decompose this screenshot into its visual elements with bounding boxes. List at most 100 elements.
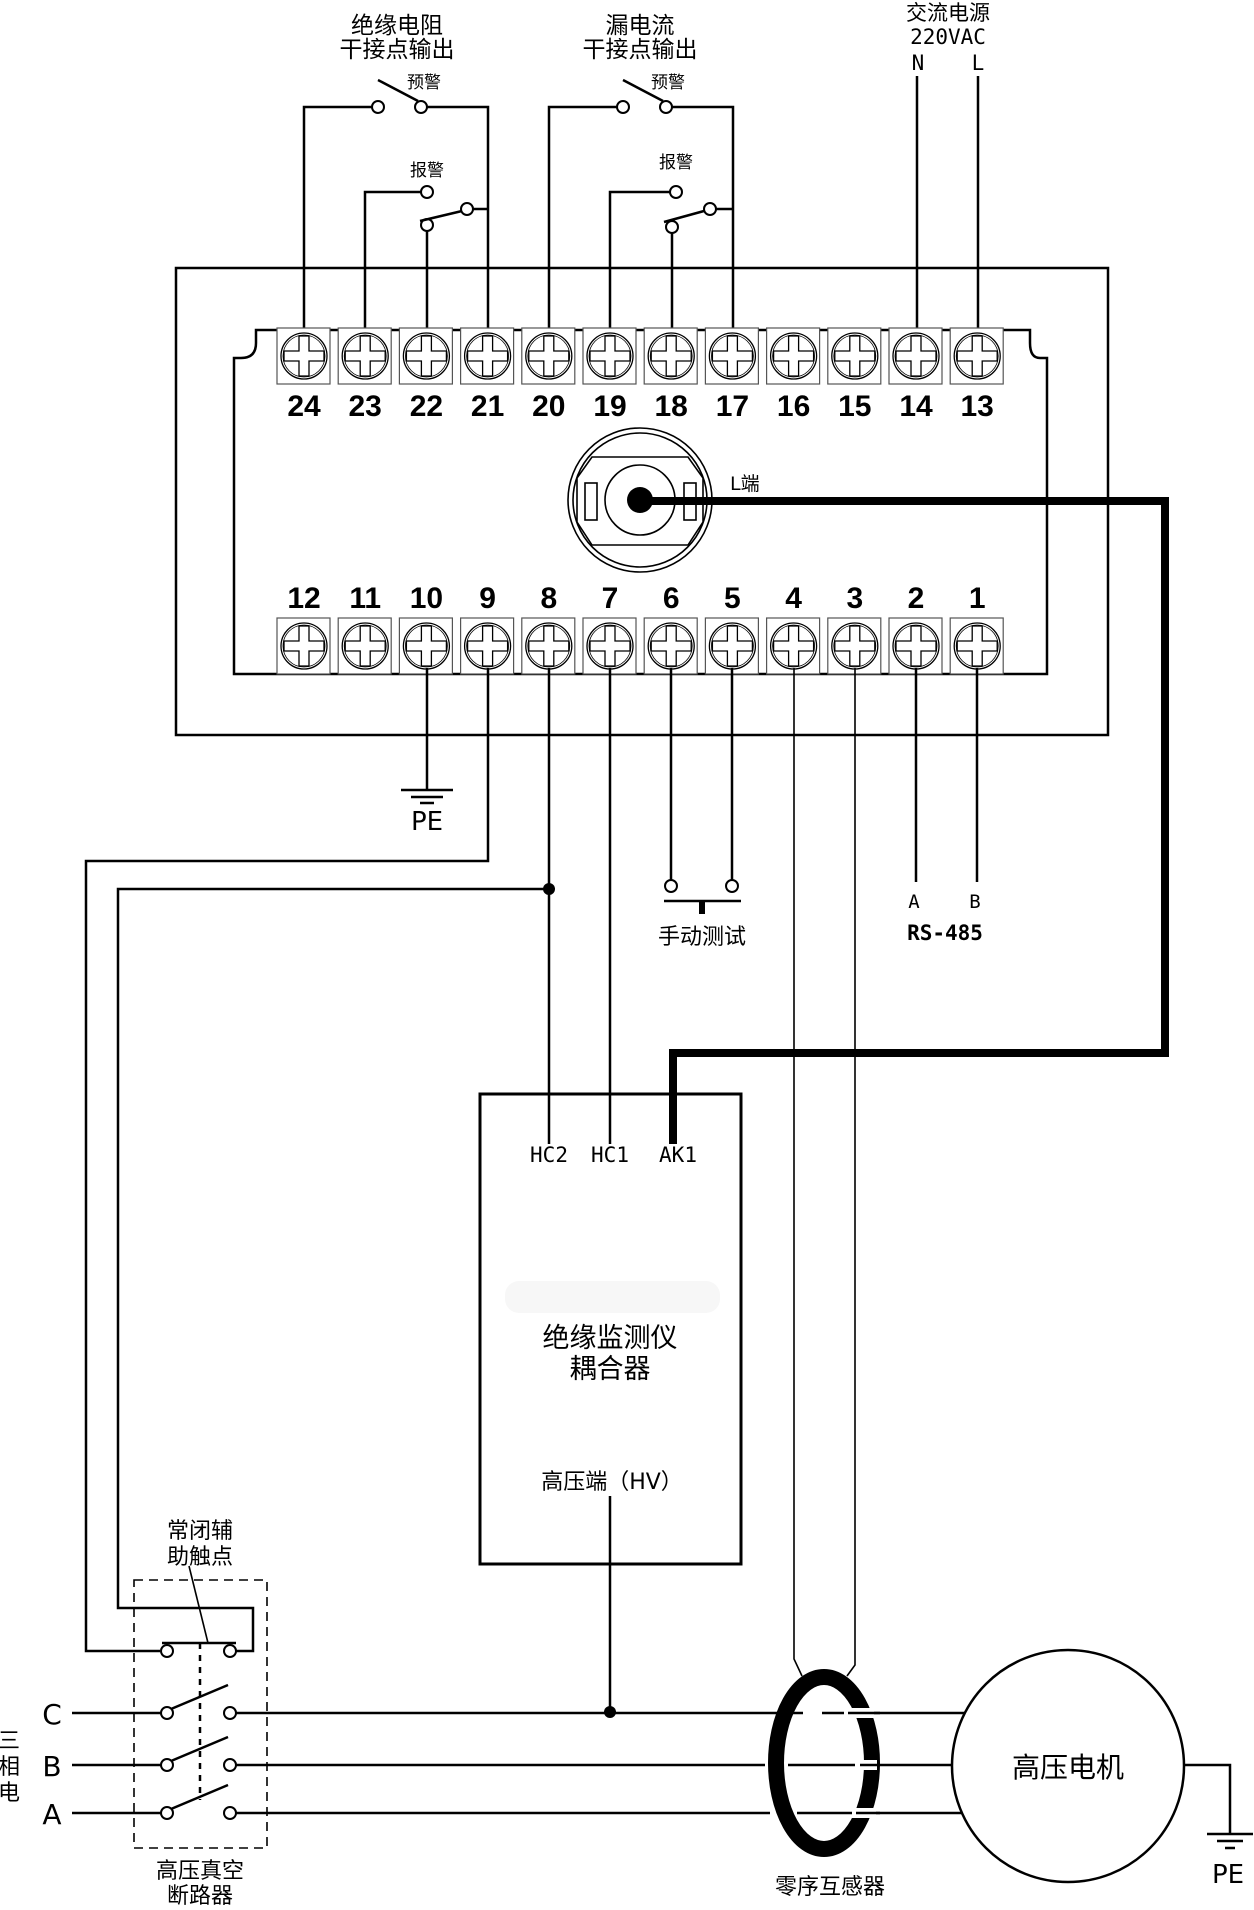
- wire-terminal-4: [793, 668, 803, 1677]
- insulation-relay-contacts: 预警 报警: [302, 73, 490, 340]
- coupler-pin-hc2: HC2: [530, 1143, 568, 1167]
- pe-ground-symbol: PE: [401, 788, 453, 837]
- three-phase-label-2: 相: [0, 1755, 20, 1780]
- terminal-number: 16: [777, 390, 810, 423]
- terminal-screw: [949, 617, 1004, 675]
- terminal-screw: [337, 327, 392, 385]
- terminal-number: 18: [655, 390, 688, 423]
- terminal-screw: [643, 327, 698, 385]
- three-phase-label-3: 电: [0, 1781, 20, 1806]
- terminal-screw: [643, 617, 698, 675]
- terminal-number: 17: [716, 390, 749, 423]
- l-terminal-label: L端: [730, 473, 760, 495]
- leakage-output-label-1: 漏电流: [606, 13, 675, 39]
- terminal-number: 21: [471, 390, 504, 423]
- manual-test-button: 手动测试: [658, 668, 746, 950]
- leakage-output-label-2: 干接点输出: [583, 37, 698, 63]
- faded-label-area: [505, 1281, 720, 1313]
- terminal-number: 2: [908, 582, 925, 615]
- terminal-number: 11: [349, 582, 381, 615]
- terminal-number: 24: [287, 390, 321, 423]
- terminal-number: 10: [410, 582, 443, 615]
- device-inner-panel: [232, 328, 1049, 676]
- terminal-number: 13: [961, 390, 994, 423]
- terminal-screw: [704, 327, 760, 385]
- ct-label: 零序互感器: [775, 1875, 885, 1900]
- insulation-prewarn-label: 预警: [407, 73, 441, 93]
- terminal-screw: [398, 327, 453, 385]
- terminal-number: 12: [287, 582, 320, 615]
- terminal-screw: [704, 617, 760, 675]
- aux-contact-label-1: 常闭辅: [167, 1519, 233, 1544]
- terminal-screw: [337, 617, 392, 675]
- phase-a-label: A: [42, 1798, 61, 1831]
- wire-terminal-9: [84, 668, 490, 1653]
- breaker-title-2: 断路器: [167, 1884, 233, 1909]
- phase-c-line: [72, 1683, 965, 1720]
- leakage-relay-contacts: 预警 报警: [547, 73, 735, 340]
- motor-label: 高压电机: [1012, 1751, 1124, 1784]
- terminal-screw: [398, 617, 453, 675]
- coupler-hv-label: 高压端（HV）: [541, 1470, 683, 1495]
- terminal-number: 14: [899, 390, 933, 423]
- terminal-screw: [765, 327, 821, 385]
- wire-terminal-3: [846, 668, 856, 1677]
- wire-terminal-8-branch: [116, 887, 549, 1653]
- terminal-number: 3: [846, 582, 863, 615]
- ac-l-label: L: [972, 51, 985, 75]
- motor-ground-symbol: PE: [1207, 1832, 1253, 1890]
- phase-c-label: C: [42, 1698, 62, 1731]
- aux-contact-label-2: 助触点: [167, 1545, 233, 1570]
- aux-contact: [160, 1641, 237, 1658]
- coupler-title-2: 耦合器: [570, 1354, 651, 1385]
- terminal-screw: [827, 327, 882, 385]
- terminal-number: 6: [663, 582, 680, 615]
- terminal-screw: [276, 617, 331, 675]
- l-terminal-thick-wire: [640, 497, 1169, 1144]
- phase-b-label: B: [42, 1750, 61, 1783]
- terminal-number: 20: [532, 390, 565, 423]
- terminal-screw: [460, 327, 515, 385]
- terminal-number: 4: [785, 582, 802, 615]
- pe-label: PE: [411, 807, 443, 837]
- terminal-number: 23: [349, 390, 382, 423]
- terminal-screw: [949, 327, 1004, 385]
- terminal-screw: [765, 617, 821, 675]
- ac-voltage-label: 220VAC: [910, 25, 986, 49]
- phase-a-line: [72, 1783, 962, 1820]
- leakage-prewarn-label: 预警: [651, 73, 685, 93]
- coupler-pin-hc1: HC1: [591, 1143, 629, 1167]
- coupler-pin-ak1: AK1: [659, 1143, 697, 1167]
- terminal-screw: [582, 617, 637, 675]
- terminal-number: 22: [410, 390, 443, 423]
- insulation-output-label-1: 绝缘电阻: [351, 13, 443, 39]
- terminal-number: 1: [969, 582, 986, 615]
- terminal-number: 19: [593, 390, 626, 423]
- breaker-title-1: 高压真空: [156, 1859, 244, 1884]
- rs485-label: RS-485: [907, 921, 983, 945]
- leakage-alarm-label: 报警: [659, 153, 693, 173]
- rs485-b-label: B: [969, 891, 980, 913]
- manual-test-label: 手动测试: [658, 925, 746, 950]
- terminal-screw: [888, 327, 943, 385]
- terminal-number: 5: [724, 582, 741, 615]
- insulation-output-label-2: 干接点输出: [340, 37, 455, 63]
- terminal-screw: [827, 617, 882, 675]
- ac-power-label: 交流电源: [906, 1, 990, 25]
- rs485-a-label: A: [908, 891, 920, 913]
- junction-dot: [543, 883, 555, 895]
- terminal-screw: [888, 617, 943, 675]
- motor-ground-wire: [1184, 1763, 1232, 1834]
- terminal-screw: [460, 617, 515, 675]
- terminal-number: 7: [602, 582, 619, 615]
- phase-b-line: [72, 1735, 953, 1772]
- three-phase-label-1: 三: [0, 1729, 20, 1754]
- terminal-screw: [521, 617, 576, 675]
- terminal-screw: [582, 327, 637, 385]
- insulation-alarm-label: 报警: [410, 161, 444, 181]
- coupler-title-1: 绝缘监测仪: [543, 1323, 678, 1354]
- terminal-screw: [521, 327, 576, 385]
